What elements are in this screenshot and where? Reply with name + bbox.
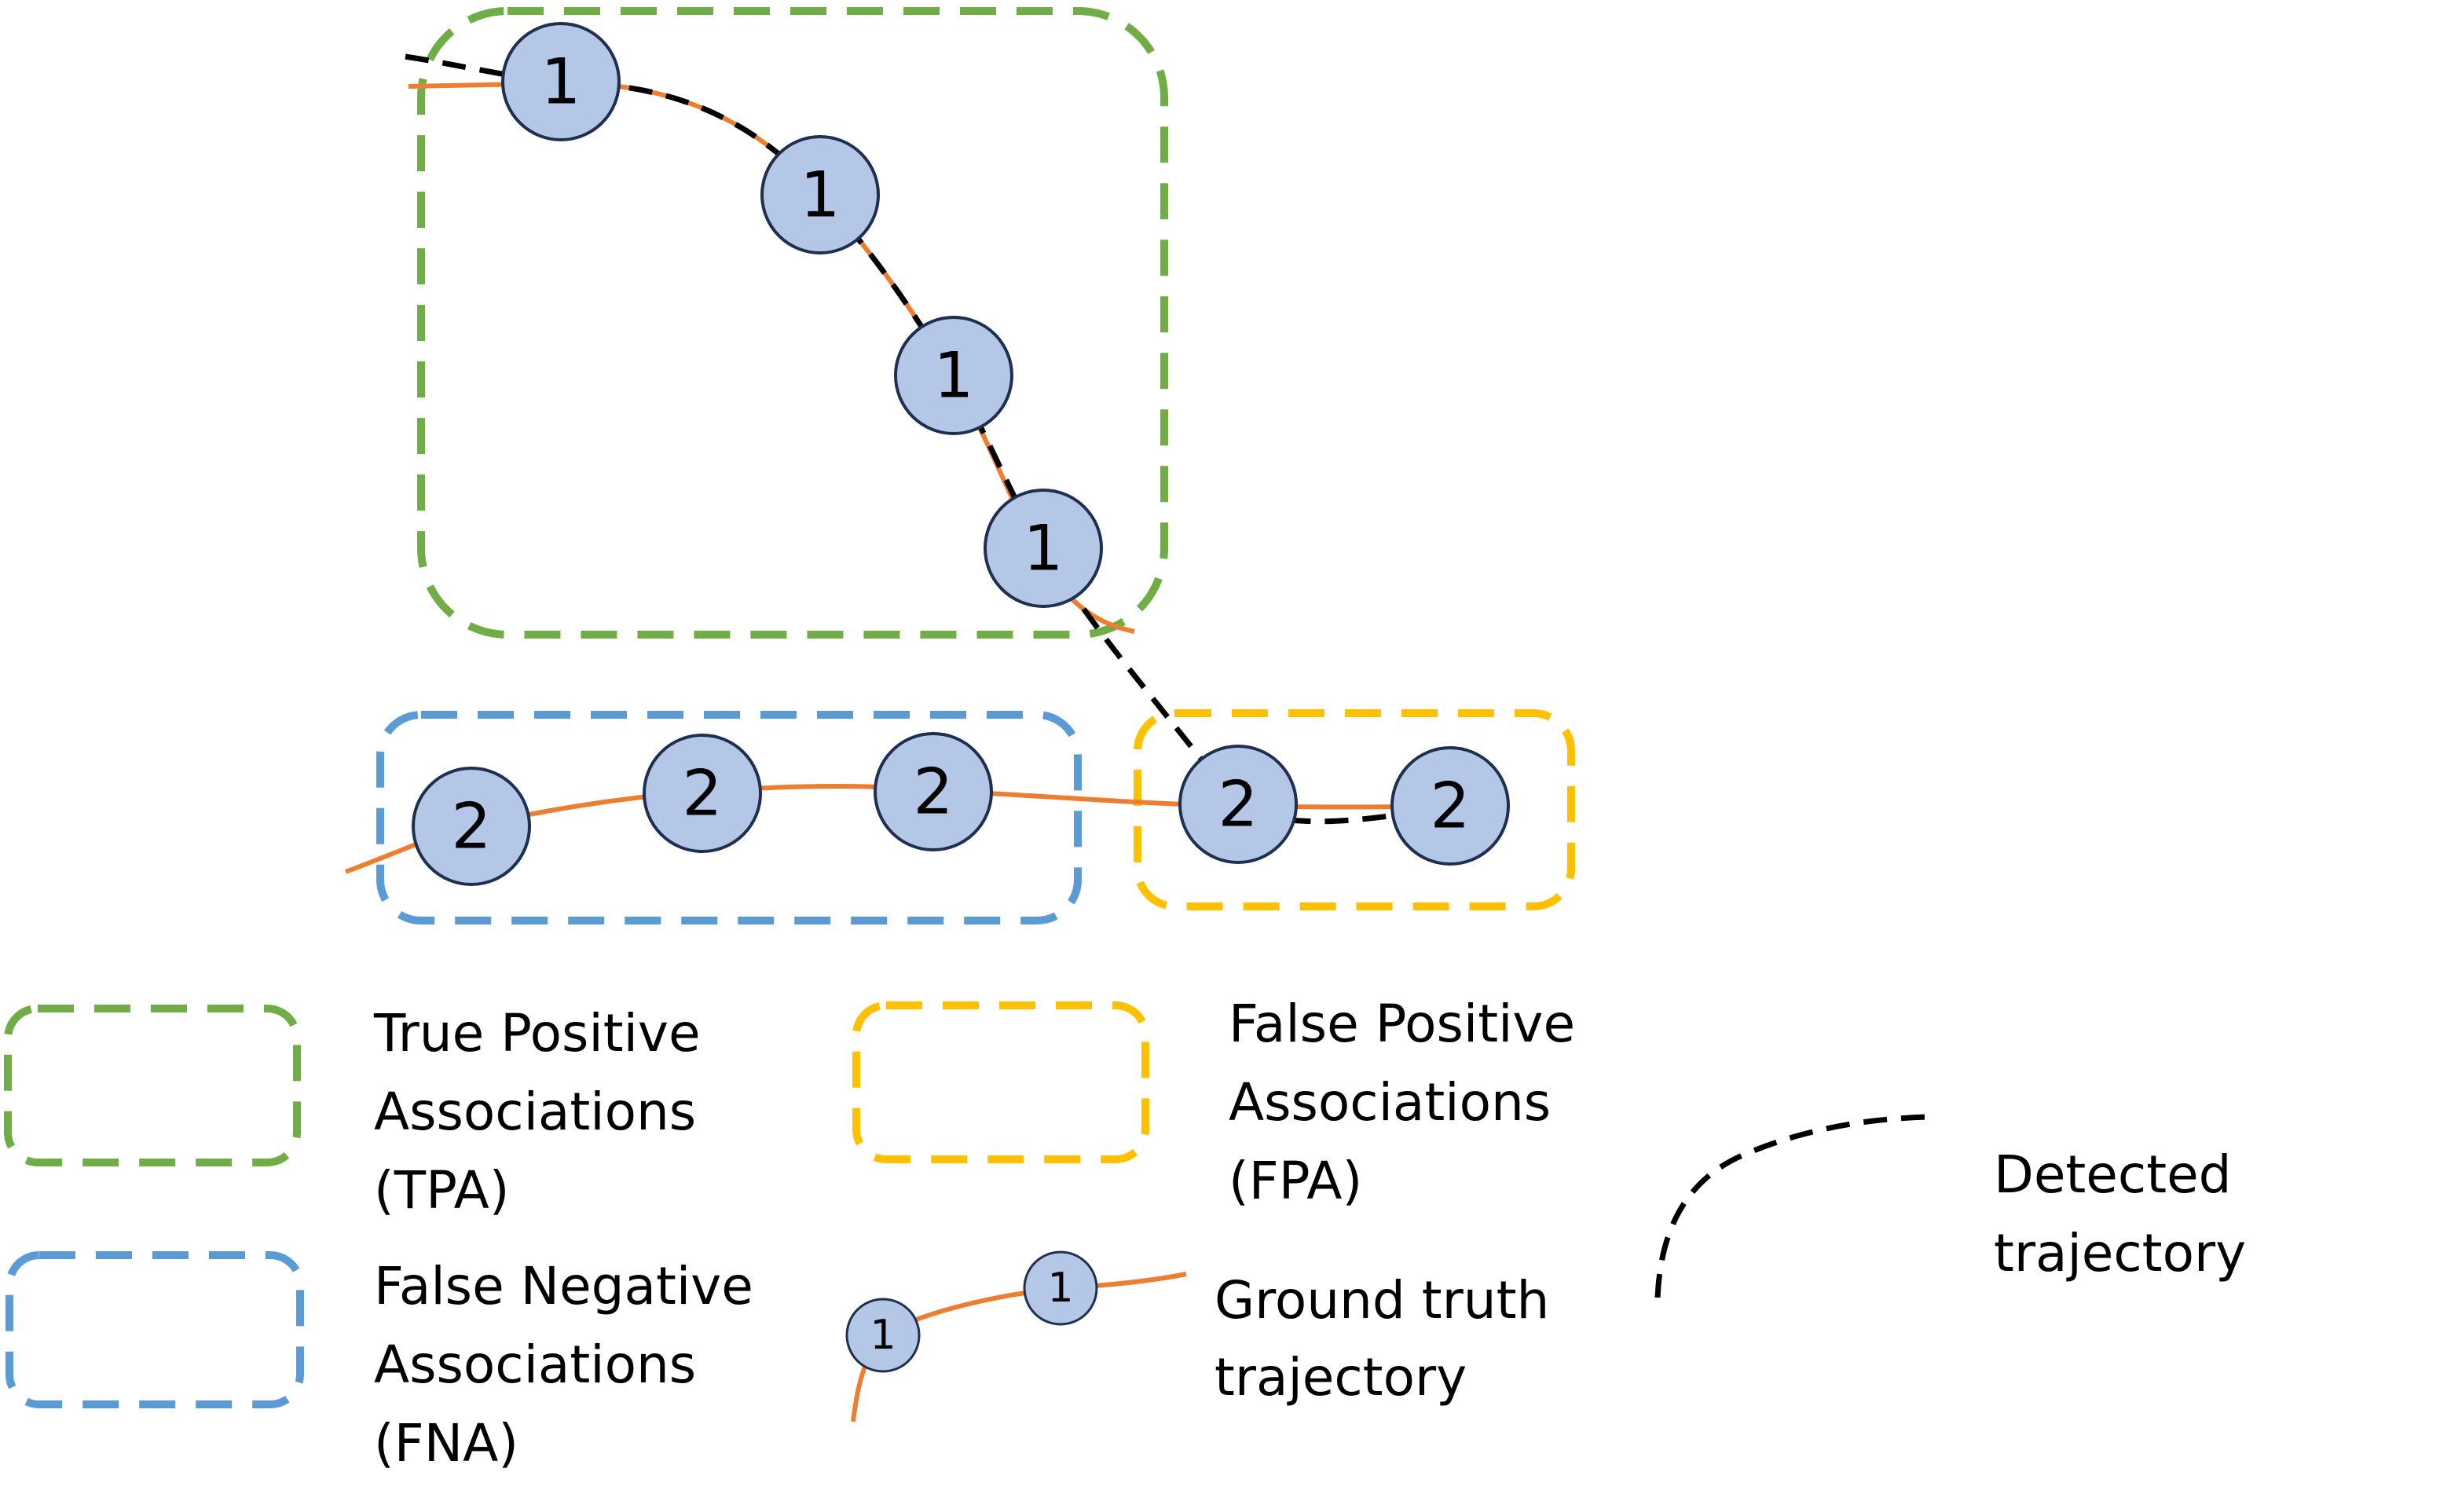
fna-box xyxy=(376,711,1082,924)
svg-text:2: 2 xyxy=(683,757,723,830)
svg-text:1: 1 xyxy=(1024,512,1064,585)
svg-text:1: 1 xyxy=(870,1312,896,1359)
track1-node-3: 1 xyxy=(894,316,1013,435)
legend-ground-truth-node-2: 1 xyxy=(1023,1250,1098,1326)
svg-text:2: 2 xyxy=(1218,768,1258,841)
legend-fna-label: False Negative Associations (FNA) xyxy=(374,1256,770,1474)
track1-node-1: 1 xyxy=(501,22,621,141)
legend-fna-swatch xyxy=(5,1251,304,1408)
detected-line-1 xyxy=(405,53,1451,825)
track2-node-2: 2 xyxy=(643,734,762,853)
legend-tpa-label: True Positive Associations (TPA) xyxy=(373,1003,717,1221)
svg-text:1: 1 xyxy=(1047,1265,1073,1312)
legend-fpa-swatch xyxy=(852,1001,1149,1163)
track2-node-3: 2 xyxy=(874,732,993,851)
svg-text:2: 2 xyxy=(452,790,492,863)
svg-text:2: 2 xyxy=(914,756,954,829)
legend-ground-truth-label: Ground truth trajectory xyxy=(1215,1270,1566,1408)
legend-ground-truth-node-1: 1 xyxy=(845,1298,921,1373)
track2-node-1: 2 xyxy=(412,767,531,886)
fpa-box xyxy=(1134,709,1575,910)
track2-node-4: 2 xyxy=(1178,745,1298,864)
track2-node-5: 2 xyxy=(1390,746,1510,866)
legend-fpa-label: False Positive Associations (FPA) xyxy=(1229,994,1592,1211)
svg-text:1: 1 xyxy=(541,46,581,119)
legend-detected-line xyxy=(1654,1114,1930,1298)
svg-text:2: 2 xyxy=(1431,770,1471,843)
legend-tpa-swatch xyxy=(4,1005,301,1166)
legend-detected-label: Detected trajectory xyxy=(1994,1144,2248,1283)
svg-text:1: 1 xyxy=(801,159,841,232)
track1-node-2: 1 xyxy=(760,135,880,254)
svg-text:1: 1 xyxy=(934,339,974,412)
track1-node-4: 1 xyxy=(984,489,1103,608)
tpa-box xyxy=(417,7,1168,639)
